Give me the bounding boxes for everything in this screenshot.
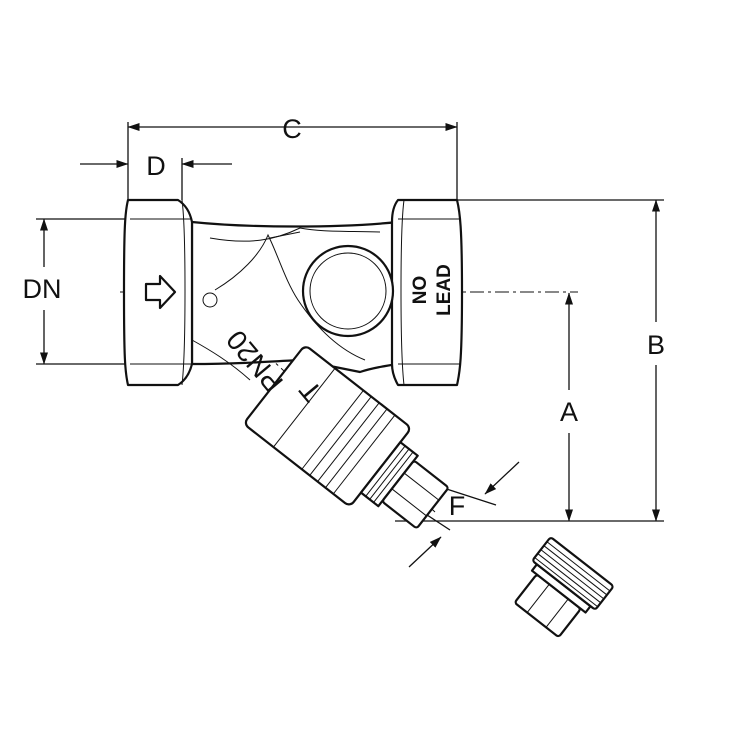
plug-thread-1 [365, 445, 406, 497]
f-arrow-bottom [408, 536, 442, 568]
detached-plug [514, 537, 614, 638]
f-arrow-top [484, 461, 520, 495]
leg-ring-1 [273, 367, 336, 448]
marking-lead: LEAD [434, 264, 455, 316]
detached-plug-knurling [534, 541, 611, 608]
plug-hex-facet-1 [403, 472, 440, 501]
flow-direction-arrow-icon [144, 274, 177, 310]
leg-ring-5 [325, 408, 388, 489]
strainer-leg [191, 292, 449, 529]
marking-no: NO [410, 276, 431, 305]
dimension-label-a: A [560, 397, 578, 427]
plug-thread-2 [369, 448, 410, 500]
dimension-label-b: B [647, 330, 665, 360]
detached-plug-facet-1 [526, 583, 550, 613]
plug-hex-facet-2 [391, 488, 427, 517]
dimension-labels: C D DN B A F [23, 114, 666, 521]
leg-junction-contour [191, 339, 251, 381]
right-hex-end [390, 198, 464, 387]
plug-thread-3 [373, 451, 414, 503]
plug-hex [382, 460, 449, 529]
detached-plug-facet-2 [545, 598, 569, 628]
dimension-label-f: F [449, 491, 466, 521]
detached-plug-knurled-cap [532, 537, 614, 610]
round-boss-inner [309, 252, 387, 330]
leg-ring-2 [301, 390, 364, 470]
leg-ring-3 [309, 396, 372, 476]
dimension-label-c: C [282, 114, 302, 144]
body-rib-contour [214, 233, 366, 361]
leg-junction-dot [202, 292, 218, 308]
body-upper-contour [209, 227, 381, 242]
round-boss [301, 244, 395, 338]
right-hex-facet [400, 199, 405, 386]
left-hex-facet [181, 199, 186, 386]
body-rib-top [269, 231, 301, 239]
dimension-label-d: D [146, 151, 166, 181]
leg-ring-6 [332, 414, 396, 495]
leg-ring-4 [317, 402, 380, 482]
dimension-label-dn: DN [23, 274, 62, 304]
strainer-body [122, 198, 464, 387]
